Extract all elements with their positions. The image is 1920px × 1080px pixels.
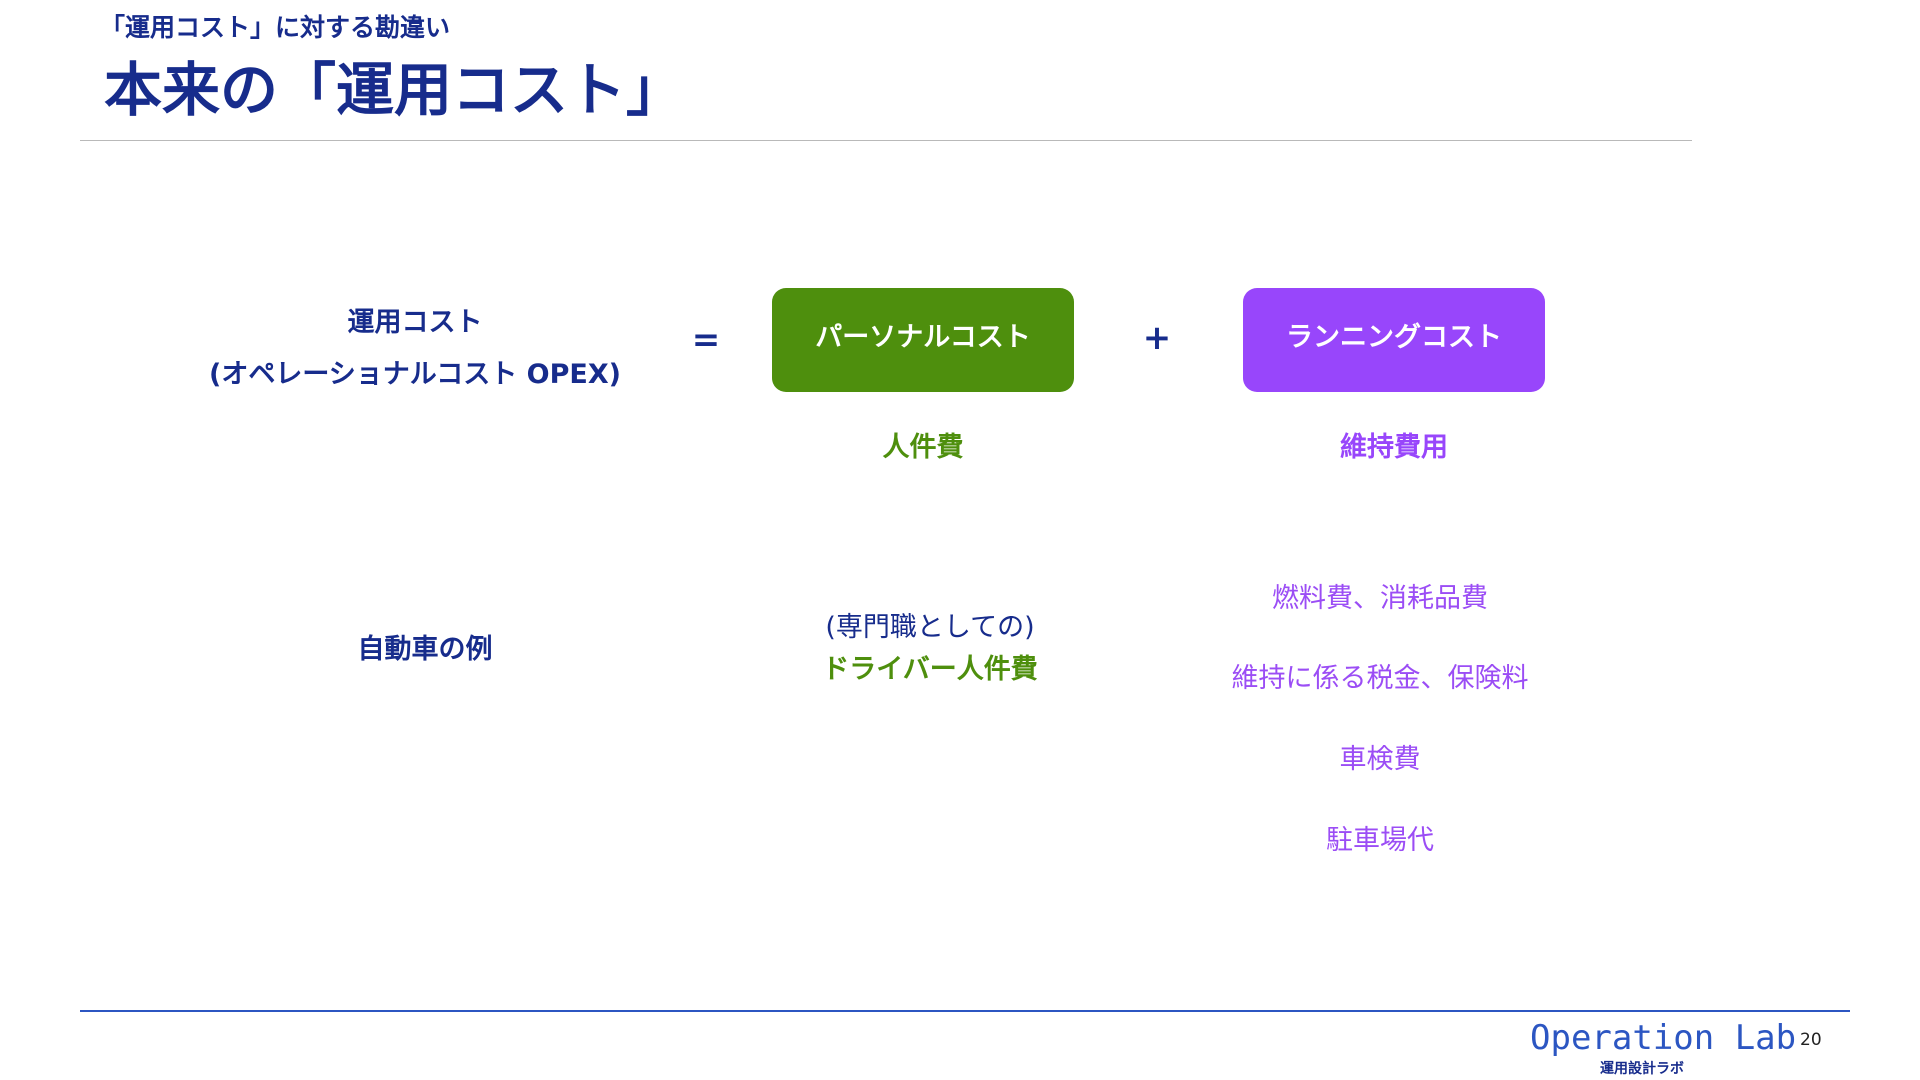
- driver-cost-line2: ドライバー人件費: [822, 654, 1038, 685]
- personal-cost-label: パーソナルコスト: [815, 321, 1031, 353]
- running-cost-box: ランニングコスト: [1243, 288, 1545, 392]
- running-item: 燃料費、消耗品費: [1272, 583, 1488, 614]
- personal-cost-sub: 人件費: [882, 432, 964, 463]
- footer-divider: [80, 1010, 1850, 1012]
- brand-subtitle: 運用設計ラボ: [1600, 1061, 1684, 1077]
- title-divider: [80, 140, 1692, 141]
- running-cost-sub: 維持費用: [1340, 432, 1448, 463]
- opex-label-line2: (オペレーショナルコスト OPEX): [208, 359, 621, 390]
- plus-sign: +: [1142, 318, 1172, 358]
- personal-cost-box: パーソナルコスト: [772, 288, 1074, 392]
- running-cost-label: ランニングコスト: [1286, 321, 1502, 353]
- running-item: 駐車場代: [1326, 825, 1434, 856]
- running-item: 維持に係る税金、保険料: [1231, 663, 1529, 694]
- page-number: 20: [1800, 1030, 1822, 1050]
- car-example-label: 自動車の例: [357, 634, 493, 665]
- driver-cost-line1: (専門職としての): [825, 612, 1035, 643]
- running-item: 車検費: [1339, 744, 1421, 775]
- brand-logo-text: Operation Lab: [1530, 1018, 1797, 1058]
- opex-label-line1: 運用コスト: [347, 307, 483, 338]
- slide-subtitle: 「運用コスト」に対する勘違い: [100, 13, 451, 42]
- slide-title: 本来の「運用コスト」: [104, 56, 685, 124]
- equals-sign: =: [691, 320, 721, 360]
